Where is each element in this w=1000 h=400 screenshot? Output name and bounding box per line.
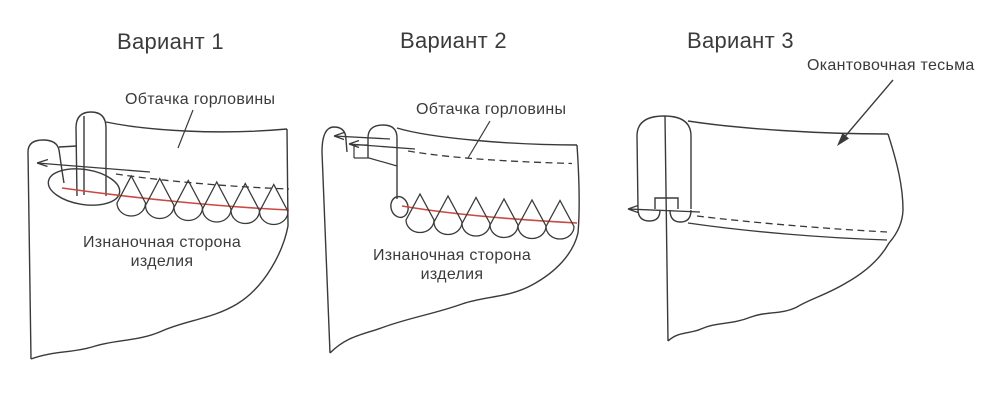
- v3-binding-tape-arrowhead: [837, 133, 849, 146]
- v2-seam-start-loop: [390, 195, 409, 219]
- v2-catch-stitches: [405, 192, 575, 240]
- variant-1-drawing: [27, 109, 290, 360]
- variant-2-wrong-side-line2: изделия: [420, 266, 484, 283]
- v3-garment-outline: [664, 115, 904, 342]
- v3-tape-edge-line: [687, 222, 888, 241]
- variant-2-wrong-side-label: Изнаночная сторона изделия: [370, 246, 534, 284]
- variant-1-wrong-side-line1: Изнаночная сторона: [82, 234, 242, 251]
- v1-garment-outline: [27, 121, 289, 360]
- variant-1-facing-label: Обтачка горловины: [125, 91, 276, 108]
- v3-shoulder-tab: [636, 115, 692, 223]
- v1-shoulder-tab: [75, 111, 107, 197]
- v2-thread-arrow-lower: [348, 139, 416, 150]
- variant-2-drawing: [321, 120, 580, 354]
- v2-red-stitch-line: [401, 205, 578, 224]
- v3-tape-stitch-dashed-line: [696, 215, 888, 233]
- v2-facing-leader-line: [467, 120, 491, 159]
- v2-fold-detail: [353, 144, 398, 167]
- v1-seam-start-loop: [47, 168, 121, 206]
- v1-facing-leader-line: [177, 109, 194, 149]
- v2-garment-outline: [321, 126, 580, 354]
- variant-1-wrong-side-line2: изделия: [130, 253, 194, 270]
- v2-shoulder-tab: [367, 124, 398, 199]
- v2-facing-stitch-dashed-line: [407, 150, 573, 165]
- v3-thread-arrow: [627, 204, 701, 214]
- variant-1-wrong-side-label: Изнаночная сторона изделия: [80, 233, 244, 271]
- variant-2-facing-label: Обтачка горловины: [416, 101, 567, 118]
- variant-3-binding-tape-label: Окантовочная тесьма: [807, 57, 975, 74]
- v1-red-stitch-line: [61, 187, 290, 211]
- variant-3-drawing: [627, 79, 904, 342]
- v1-thread-arrow: [36, 158, 151, 173]
- v2-thread-arrow-upper: [333, 131, 391, 141]
- v1-catch-stitches: [116, 174, 289, 226]
- variant-1-title: Вариант 1: [117, 29, 224, 54]
- v1-facing-stitch-dashed-line: [115, 173, 290, 190]
- variant-2-wrong-side-line1: Изнаночная сторона: [372, 247, 532, 264]
- variant-3-title: Вариант 3: [687, 28, 794, 53]
- v3-binding-tape-arrow-line: [841, 79, 894, 141]
- variant-2-title: Вариант 2: [400, 28, 507, 53]
